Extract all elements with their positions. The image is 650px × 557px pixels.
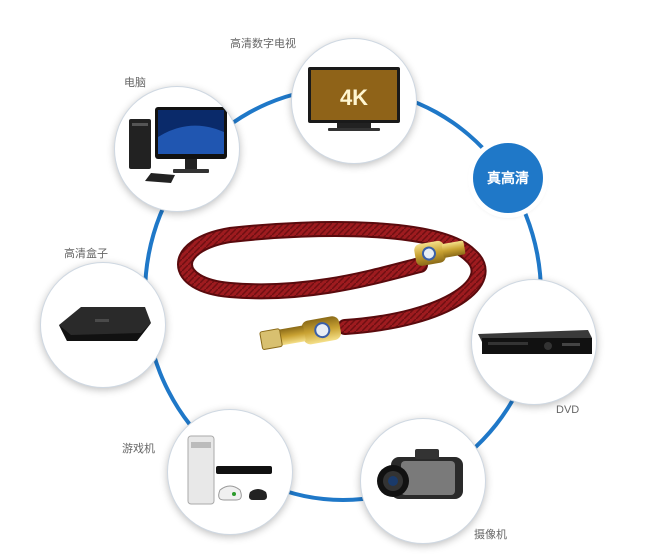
- camcorder-label: 摄像机: [474, 529, 507, 541]
- camcorder-icon: [377, 449, 463, 499]
- game-console-icon: [187, 435, 272, 505]
- tv-label: 高清数字电视: [230, 38, 296, 50]
- console-node: [167, 409, 293, 535]
- tv-icon: 4K: [308, 67, 400, 131]
- console-label: 游戏机: [122, 443, 155, 455]
- tv-node: 4K: [291, 38, 417, 164]
- settop-node: [40, 262, 166, 388]
- dvd-label: DVD: [556, 404, 580, 416]
- tv-screen-text: 4K: [340, 85, 368, 110]
- dvd-node: [471, 279, 597, 405]
- pc-node: [114, 86, 240, 212]
- settop-label: 高清盒子: [64, 248, 108, 260]
- hdmi-cable-image: [170, 205, 490, 375]
- dvd-player-icon: [478, 330, 592, 354]
- camcorder-node: [360, 418, 486, 544]
- true-hd-badge: 真高清: [473, 143, 543, 213]
- computer-icon: [129, 107, 227, 183]
- set-top-box-icon: [59, 307, 151, 341]
- pc-label: 电脑: [124, 77, 146, 89]
